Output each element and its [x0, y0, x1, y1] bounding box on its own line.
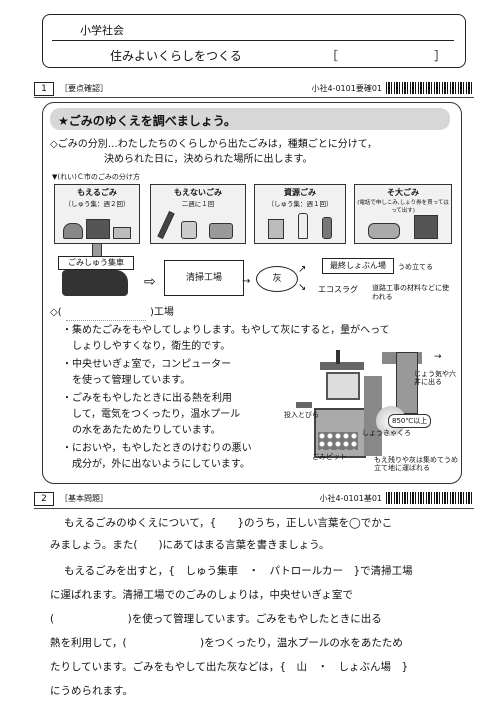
category-title: もえるごみ — [77, 188, 117, 197]
landfill-box: 最終しょぶん場 — [322, 258, 394, 274]
question-line[interactable]: もえるごみを出すと，{ しゅう集車 ・ パトロールカー }で清掃工場 — [64, 565, 413, 577]
category-burnable: もえるごみ （しゅう集：週２回） — [54, 184, 140, 244]
bullet-line: 成分が，外に出ないようにしています。 — [72, 459, 250, 470]
question-line[interactable]: 熱を利用して，( )をつくったり，温水プールの水をあたため — [50, 637, 403, 649]
ecoslag-note: 道路工事の材料などに使われる — [372, 284, 449, 301]
factory-heading-open: ◇( — [50, 307, 62, 318]
category-sub: 二週に１回 — [181, 200, 215, 208]
category-title: もえないごみ — [174, 188, 222, 197]
category-title: そ大ごみ — [387, 188, 419, 197]
category-nonburnable: もえないごみ 二週に１回 — [150, 184, 246, 244]
garbage-truck-icon — [62, 270, 128, 296]
question-line[interactable]: たりしています。ごみをもやして出た灰などは，{ 山 ・ しょぶん場 } — [50, 661, 409, 673]
category-oversized: そ大ごみ (電話で申しこみ,しょり券を買ってはって出す) — [354, 184, 452, 244]
bullet-line: ・ごみをもやしたときに出る熱を利用 — [62, 393, 232, 404]
section2-rule — [34, 508, 474, 509]
factory-answer-blank[interactable] — [66, 320, 146, 321]
question-line[interactable]: ( )を使って管理しています。ごみをもやしたときに出る — [50, 613, 382, 625]
bullet-line: ・中央せいぎょ室で，コンピューター — [62, 359, 232, 370]
barcode-icon — [386, 82, 474, 94]
section2-number: 2 — [34, 492, 54, 506]
bullet-line: ・集めたごみをもやしてしょりします。もやして灰にすると，量がへって — [62, 325, 390, 336]
section2-label: ［基本問題］ — [60, 494, 108, 503]
arrow-right-icon: → — [242, 276, 251, 287]
question-line: もえるごみのゆくえについて，{ }のうち，正しい言葉を◯でかこ — [64, 517, 393, 529]
down-arrow-icon — [92, 243, 102, 257]
arrow-up-right-icon: ↗ — [298, 264, 307, 275]
bracket-close: ］ — [433, 49, 446, 63]
recyclable-items-icon — [261, 213, 339, 239]
question-line: みましょう。また( )にあてはまる言葉を書きましょう。 — [50, 539, 330, 551]
category-sub: （しゅう集：週１回） — [267, 200, 333, 208]
bullet-line: を使って管理しています。 — [72, 375, 191, 386]
bullet-line: しょりしやすくなり，衛生的です。 — [72, 341, 231, 352]
temp-label: 850℃以上 — [388, 414, 432, 428]
example-caption: ▼(れい)Ｃ市のごみの分け方 — [52, 173, 140, 181]
page-title: 住みよいくらしをつくる — [110, 49, 242, 63]
bullet-line: の水をあたためたりしています。 — [72, 425, 221, 436]
section1-header: 1 ［要点確認］ 小社4-0101要確01 — [34, 82, 474, 98]
intro-line2: 決められた日に，決められた場所に出します。 — [104, 154, 313, 165]
factory-heading-close: )工場 — [150, 307, 174, 318]
barcode-icon — [386, 492, 474, 504]
bullet-line: ・においや，もやしたときのけむりの悪い — [62, 443, 252, 454]
pit-label: ごみピット — [312, 453, 347, 461]
exhaust-arrow-icon: → — [434, 352, 442, 362]
category-title: 資源ごみ — [284, 188, 316, 197]
header-divider — [52, 40, 454, 41]
arrow-right-icon: ⇨ — [144, 274, 156, 290]
section1-rule — [34, 97, 474, 98]
section1-label: ［要点確認］ — [60, 84, 108, 93]
name-field[interactable]: ［ ］ — [326, 47, 446, 64]
ash-out-label: もえ残りや灰は集めてうめ立て地に運ばれる — [374, 456, 458, 472]
incinerator-diagram: → — [296, 346, 456, 470]
header-box — [42, 14, 466, 68]
garbage-truck-label: ごみしゅう集車 — [58, 256, 134, 270]
question-line: にうめられます。 — [50, 685, 133, 697]
arrow-down-right-icon: ↘ — [298, 282, 307, 293]
ash-ellipse: 灰 — [256, 266, 298, 292]
oversized-items-icon — [361, 213, 445, 239]
subject-label: 小学社会 — [80, 24, 124, 37]
nonburnable-items-icon — [157, 211, 239, 239]
section1-number: 1 — [34, 82, 54, 96]
bullet-line: して，電気をつくったり，温水プール — [72, 409, 241, 420]
section2-code: 小社4-0101基01 — [319, 494, 382, 503]
question-line: に運ばれます。清掃工場でのごみのしょりは，中央せいぎょ室で — [50, 589, 353, 601]
intro-line1: ◇ごみの分別…わたしたちのくらしから出たごみは，種類ごとに分けて， — [50, 139, 377, 150]
category-recyclable: 資源ごみ （しゅう集：週１回） — [254, 184, 346, 244]
ecoslag-label: エコスラグ — [318, 285, 358, 294]
bracket-open: ［ — [326, 49, 339, 63]
intake-label: 投入とびら — [284, 411, 319, 419]
cleaning-plant-box: 清掃工場 — [164, 260, 244, 296]
category-sub: （しゅう集：週２回） — [64, 200, 130, 208]
section1-heading: ★ごみのゆくえを調べましょう。 — [58, 114, 237, 128]
landfill-note: うめ立てる — [398, 263, 433, 271]
heading-bar — [50, 108, 450, 130]
section2-header: 2 ［基本問題］ 小社4-0101基01 — [34, 492, 474, 508]
furnace-label: しょうきゃくろ — [362, 429, 411, 437]
section1-code: 小社4-0101要確01 — [311, 84, 382, 93]
burnable-items-icon — [61, 213, 133, 239]
exhaust-label: じょう気や六井に出る — [414, 370, 456, 386]
category-sub: (電話で申しこみ,しょり券を買ってはって出す) — [357, 200, 449, 214]
